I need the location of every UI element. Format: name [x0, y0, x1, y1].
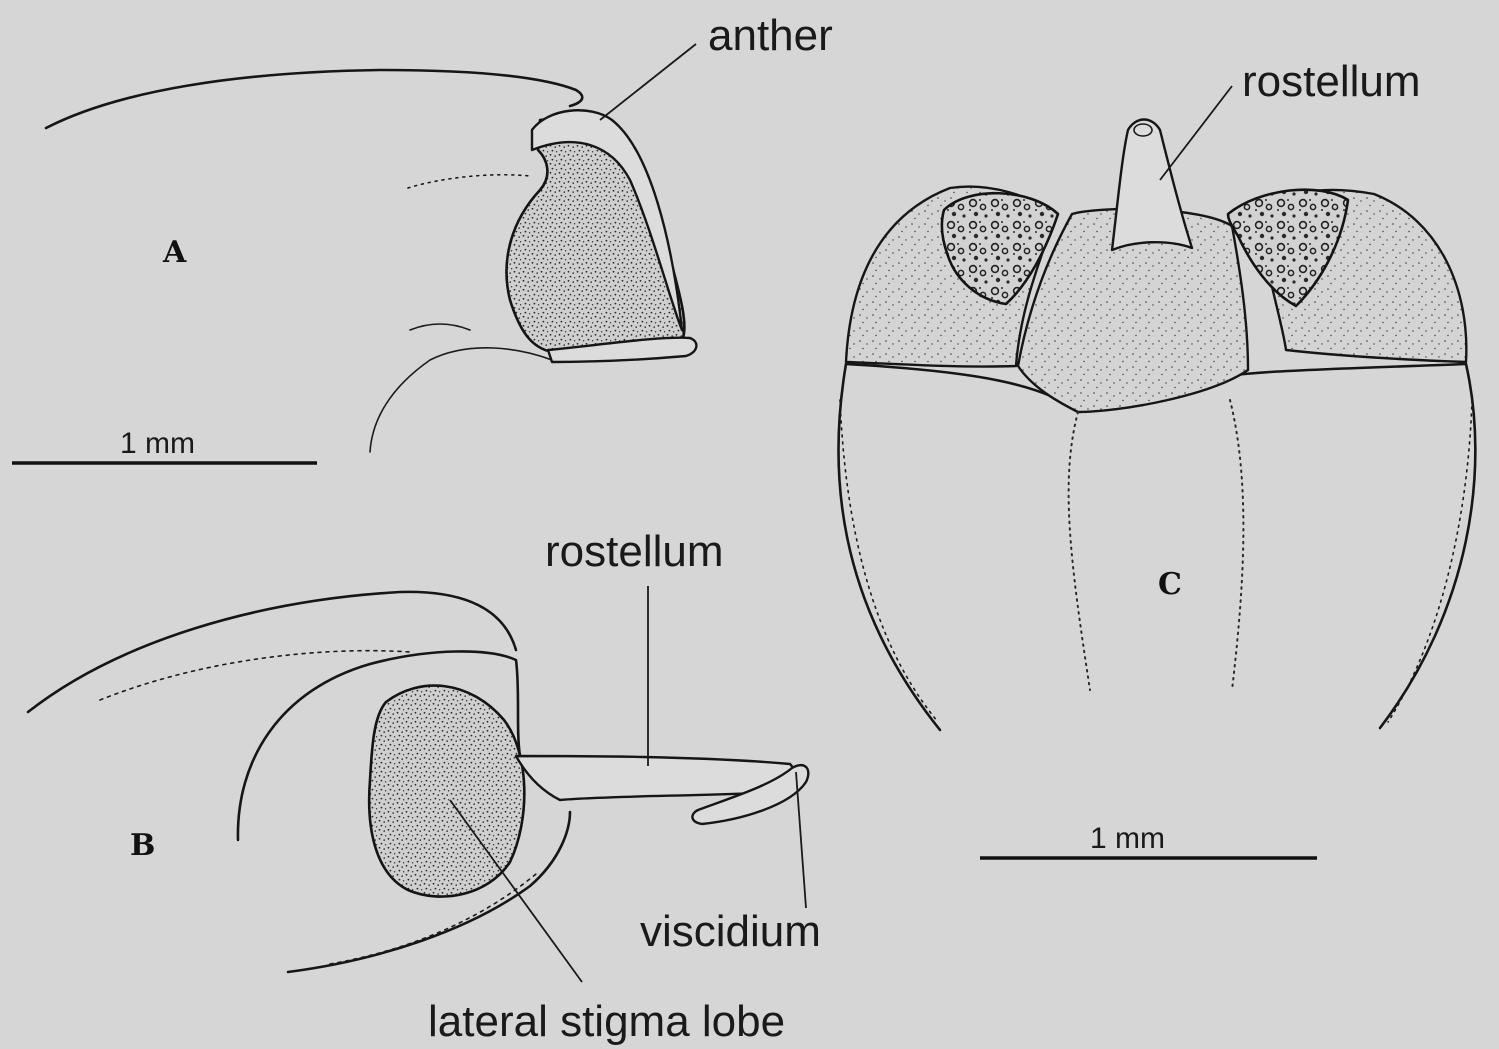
panel-a-drawing [46, 70, 696, 452]
panel-a-column-outline [46, 70, 582, 128]
panel-b-stigma-lobe [369, 686, 524, 897]
scale-bar-a-label: 1 mm [120, 427, 195, 460]
panel-c-left-lateral [840, 400, 938, 722]
panel-c-vein-right [1230, 400, 1243, 690]
panel-c-rostellum [1112, 120, 1192, 251]
panel-c-drawing [838, 120, 1475, 731]
anther-leader-line [600, 44, 696, 120]
panel-c-vein-left [1069, 412, 1090, 690]
panel-c-column-body-right [1380, 364, 1475, 728]
panel-a-body-curve [370, 348, 552, 452]
scale-bar-c-label: 1 mm [1090, 822, 1165, 855]
rostellum-b-label: rostellum [545, 527, 724, 576]
panel-c-right-lateral [1388, 400, 1472, 722]
panel-a-body-stub [410, 324, 470, 330]
viscidium-label: viscidium [640, 907, 821, 956]
panel-c-column-body [838, 364, 940, 730]
panel-b-column-inner [100, 651, 410, 700]
panel-b-letter: B [130, 828, 155, 863]
rostellum-c-leader-line [1160, 86, 1232, 180]
scale-bar-c: 1 mm [980, 822, 1317, 858]
panel-a-letter: A [162, 235, 187, 270]
scale-bar-a: 1 mm [12, 427, 317, 463]
anther-label: anther [708, 11, 833, 60]
panel-c-letter: C [1158, 567, 1182, 602]
panel-a-body-dash [408, 175, 530, 188]
rostellum-c-label: rostellum [1242, 57, 1421, 106]
lateral-stigma-lobe-label: lateral stigma lobe [428, 997, 785, 1046]
viscidium-leader-line [796, 772, 806, 908]
